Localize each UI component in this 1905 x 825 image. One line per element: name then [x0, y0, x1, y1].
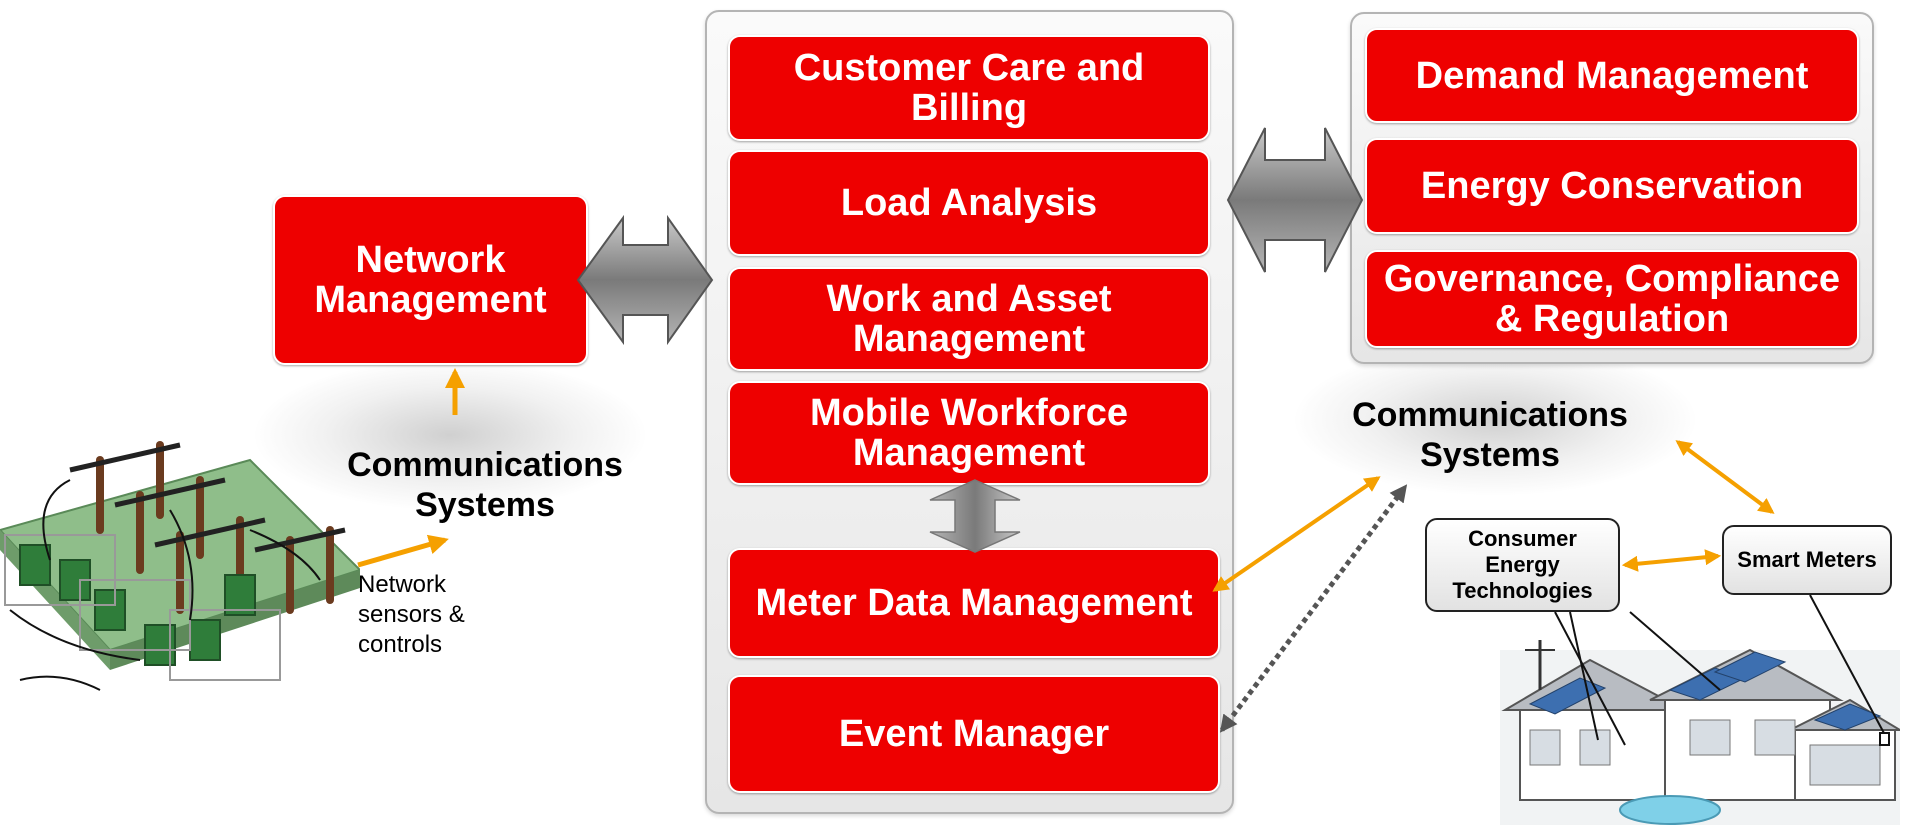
orange-arrow-sensors-to-comm — [357, 534, 449, 568]
energy-conservation-box[interactable]: Energy Conservation — [1365, 138, 1859, 234]
orange-arrow-comm-smartmeters — [1675, 440, 1775, 514]
customer-care-billing-box[interactable]: Customer Care and Billing — [728, 35, 1210, 141]
gray-double-arrow-left — [576, 214, 714, 346]
orange-arrow-meterdata-comm — [1212, 476, 1381, 592]
comm-right-glow — [1295, 345, 1695, 495]
substation-illustration — [0, 441, 360, 691]
network-sensors-label: Network sensors & controls — [358, 571, 465, 658]
mobile-workforce-management-box[interactable]: Mobile Workforce Management — [728, 381, 1210, 485]
consumer-energy-technologies-box[interactable]: Consumer Energy Technologies — [1425, 518, 1620, 612]
network-management-box[interactable]: Network Management — [273, 195, 588, 365]
meter-data-management-box[interactable]: Meter Data Management — [728, 548, 1220, 658]
comm-systems-right-label: Communications Systems — [1352, 396, 1628, 474]
governance-compliance-regulation-box[interactable]: Governance, Compliance & Regulation — [1365, 250, 1859, 348]
gray-double-arrow-vertical — [929, 479, 1021, 553]
work-asset-management-box[interactable]: Work and Asset Management — [728, 267, 1210, 371]
comm-systems-left-label: Communications Systems — [347, 446, 623, 524]
gray-double-arrow-right — [1226, 127, 1364, 273]
orange-arrow-consumer-smartmeters — [1621, 549, 1722, 572]
smart-meters-box[interactable]: Smart Meters — [1722, 525, 1892, 595]
demand-management-box[interactable]: Demand Management — [1365, 28, 1859, 123]
load-analysis-box[interactable]: Load Analysis — [728, 150, 1210, 256]
dotted-arrow-event-comm — [1219, 484, 1408, 733]
event-manager-box[interactable]: Event Manager — [728, 675, 1220, 793]
